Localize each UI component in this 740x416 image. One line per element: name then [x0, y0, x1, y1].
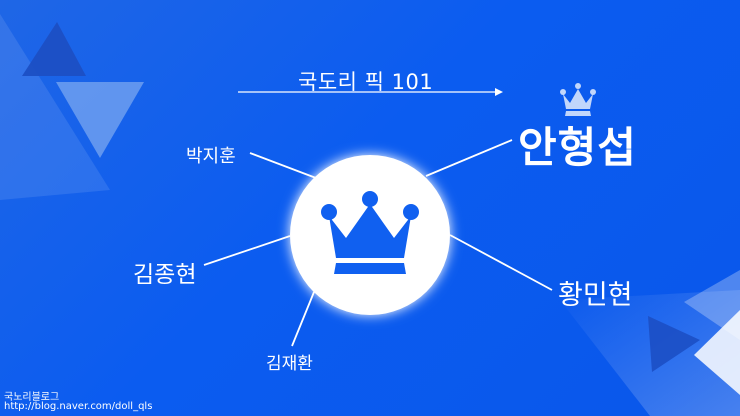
decor-triangle-right-white [694, 310, 740, 395]
connector-upper-left [249, 152, 317, 179]
decor-triangle-left-light [56, 82, 144, 158]
connector-right [449, 234, 553, 291]
small-crown-icon [560, 83, 596, 116]
footer-blog-name: 국노리블로그 [4, 392, 60, 403]
name-upper-left: 박지훈 [186, 146, 236, 167]
slide-title: 국도리 픽 101 [298, 70, 434, 94]
name-right: 황민현 [558, 280, 633, 311]
title-arrow-head [495, 88, 503, 96]
connector-left [203, 235, 291, 266]
connector-bottom [291, 291, 315, 347]
footer-url: http://blog.naver.com/doll_qls [4, 401, 153, 412]
decor-triangle-right-dark [648, 316, 700, 372]
name-left: 김종현 [133, 262, 197, 288]
connector-top-right [425, 139, 513, 177]
crown-icon [321, 191, 419, 274]
decor-triangle-left-dark [22, 22, 86, 76]
decor-triangle-right-light [684, 270, 740, 340]
decor-band-right [560, 290, 740, 416]
name-top-pick: 안형섭 [518, 123, 637, 172]
decor-triangle-left-faint [0, 14, 110, 200]
name-bottom: 김재환 [266, 354, 313, 374]
